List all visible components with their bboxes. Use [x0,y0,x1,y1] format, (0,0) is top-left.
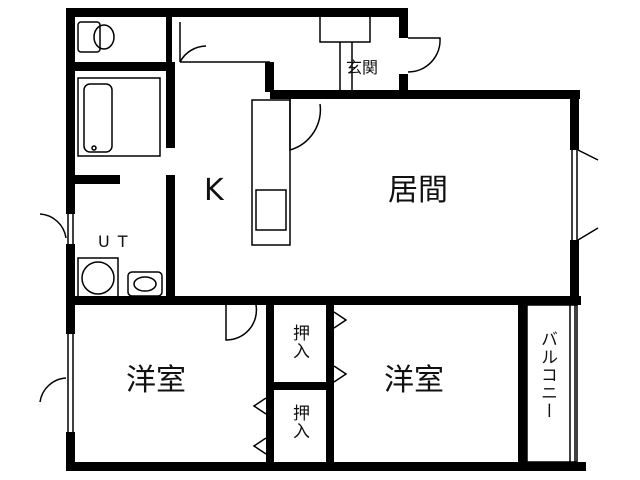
balcony-label: バルコニー [537,330,557,420]
kitchen-label: K [204,173,224,208]
entrance-label: 玄関 [346,58,379,77]
outer-walls [66,8,586,471]
closet-upper-label: 押入 [289,324,309,360]
closet-lower-label: 押入 [289,404,309,440]
living-room-label: 居間 [388,173,448,208]
fixtures [39,15,599,463]
east-room-label: 洋室 [384,363,444,398]
utility-label: UT [98,232,136,251]
west-room-label: 洋室 [126,363,186,398]
